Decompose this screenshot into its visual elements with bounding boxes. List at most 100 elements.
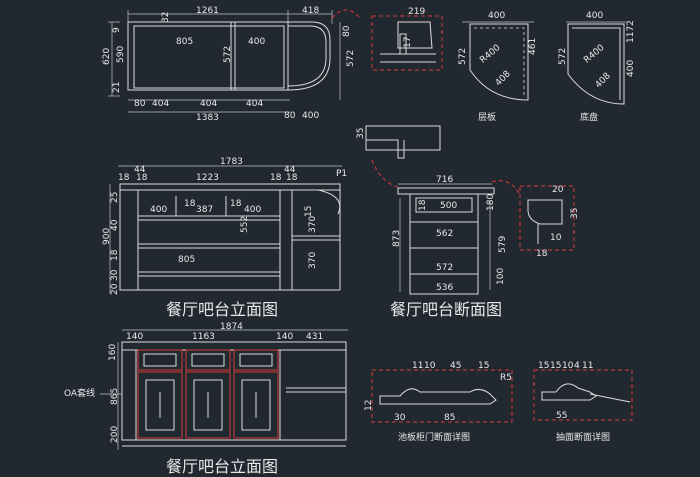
- dim-200: 200: [110, 426, 120, 443]
- dim-805: 805: [176, 37, 193, 47]
- dim-400-b: 400: [244, 205, 261, 215]
- detail-c: 20 35 10 18: [519, 185, 580, 259]
- dim-387: 387: [196, 205, 213, 215]
- dim-400: 400: [248, 37, 265, 47]
- elevation-bottom: 1874 140 1163 140 431 160 865 200: [64, 322, 348, 476]
- drawer-15a: 15: [538, 361, 549, 371]
- detail-c-20: 20: [552, 185, 564, 195]
- dim-1783: 1783: [220, 157, 243, 167]
- sec-18: 18: [418, 199, 428, 211]
- sec-572: 572: [436, 263, 453, 273]
- dim-44b: 44: [284, 165, 296, 175]
- dim-404b: 404: [200, 99, 217, 109]
- dim-1223: 1223: [196, 173, 219, 183]
- dim-400-a: 400: [150, 205, 167, 215]
- dim-21: 21: [112, 82, 122, 93]
- shelf-view: 400 572 R400 408 461 层板: [458, 11, 538, 123]
- door-detail-title: 池板柜门断面详图: [398, 431, 470, 443]
- drawer-detail: 15 15 10 4 11 55 抽面断面详图: [533, 361, 633, 443]
- elevation-top: 1783 44 44 P1 18 18 1223 18 18 400 18 38…: [102, 157, 347, 319]
- dim-15: 15: [304, 206, 314, 217]
- base-dim-572: 572: [558, 48, 568, 65]
- section-view: 716 500 562 572 536 873 180 579 100 18 餐…: [390, 175, 521, 319]
- dim-32: 32: [161, 12, 171, 23]
- sec-180: 180: [486, 194, 496, 211]
- dim-20: 20: [110, 283, 120, 295]
- detail-b-35: 35: [356, 128, 366, 139]
- detail-b: 35: [356, 125, 441, 189]
- dim-404c: 404: [246, 99, 263, 109]
- dim-18f: 18: [230, 199, 242, 209]
- dim-160: 160: [108, 344, 118, 361]
- door-detail: 11 10 45 15 R5 12 30 85 池板柜门断面详图: [364, 361, 513, 443]
- dim-80-right: 80: [342, 25, 352, 37]
- sec-536: 536: [436, 283, 453, 293]
- dim-805-b: 805: [178, 255, 195, 265]
- shelf-dim-572: 572: [458, 48, 468, 65]
- p1-label-a: P1: [336, 169, 347, 179]
- dim-865: 865: [110, 388, 120, 405]
- dim-590: 590: [116, 46, 126, 63]
- dim-40: 40: [110, 219, 120, 231]
- drawer-10: 10: [562, 361, 574, 371]
- dim-30: 30: [110, 269, 120, 281]
- base-400-side: 400: [626, 60, 636, 77]
- shelf-461: 461: [528, 38, 538, 55]
- dim-18c: 18: [270, 173, 282, 183]
- dim-9: 9: [112, 27, 122, 33]
- shelf-408: 408: [494, 69, 513, 88]
- detail-a: 219 17: [371, 7, 443, 71]
- dim-572: 572: [223, 46, 233, 63]
- dim-400r: 400: [302, 111, 319, 121]
- base-title: 底盘: [580, 111, 598, 123]
- shelf-dim-400: 400: [488, 11, 505, 21]
- dim-1383: 1383: [196, 113, 219, 123]
- oa-line-label: OA套线: [64, 387, 95, 399]
- door-30: 30: [394, 413, 406, 423]
- door-r5: R5: [500, 373, 512, 383]
- sec-716: 716: [436, 175, 453, 185]
- sec-579: 579: [498, 236, 508, 253]
- door-45: 45: [450, 361, 461, 371]
- base-r400: R400: [582, 43, 607, 66]
- dim-1874: 1874: [220, 322, 243, 332]
- dim-370a: 370: [308, 216, 318, 233]
- dim-900: 900: [102, 228, 112, 245]
- dim-140b: 140: [276, 332, 293, 342]
- dim-80r: 80: [284, 111, 296, 121]
- sec-562: 562: [436, 229, 453, 239]
- dim-418: 418: [302, 6, 319, 16]
- shelf-r400: R400: [478, 43, 503, 66]
- sec-500: 500: [440, 201, 457, 211]
- sec-873: 873: [392, 230, 402, 247]
- drawer-4: 4: [574, 361, 580, 371]
- dim-18e: 18: [184, 199, 196, 209]
- dim-620: 620: [102, 48, 112, 65]
- door-10: 10: [424, 361, 436, 371]
- detail-c-35: 35: [570, 208, 580, 219]
- shelf-title: 层板: [478, 111, 496, 123]
- base-view: 400 572 R400 408 1172 400 底盘: [558, 11, 636, 123]
- dim-25: 25: [110, 192, 120, 203]
- detail-c-10: 10: [550, 233, 562, 243]
- dim-404a: 404: [152, 99, 169, 109]
- detail-c-18: 18: [536, 249, 548, 259]
- base-1172: 1172: [626, 20, 636, 43]
- base-408: 408: [594, 71, 613, 90]
- dim-552: 552: [240, 216, 250, 233]
- drawer-55: 55: [556, 411, 567, 421]
- door-11: 11: [412, 361, 423, 371]
- drawer-15b: 15: [550, 361, 561, 371]
- dim-18b: 18: [136, 173, 148, 183]
- dim-1261: 1261: [196, 6, 219, 16]
- base-dim-400: 400: [586, 11, 603, 21]
- dim-18-h: 18: [110, 249, 120, 261]
- door-15: 15: [478, 361, 489, 371]
- elevation-bottom-title: 餐厅吧台立面图: [166, 457, 278, 476]
- dim-219: 219: [408, 7, 425, 17]
- dim-18d: 18: [286, 173, 298, 183]
- plan-view: 1261 418 32 805 400 572 620 590 9 21 80 …: [102, 6, 361, 123]
- sec-100: 100: [496, 268, 506, 285]
- elevation-top-title: 餐厅吧台立面图: [166, 300, 278, 319]
- dim-18a: 18: [118, 173, 130, 183]
